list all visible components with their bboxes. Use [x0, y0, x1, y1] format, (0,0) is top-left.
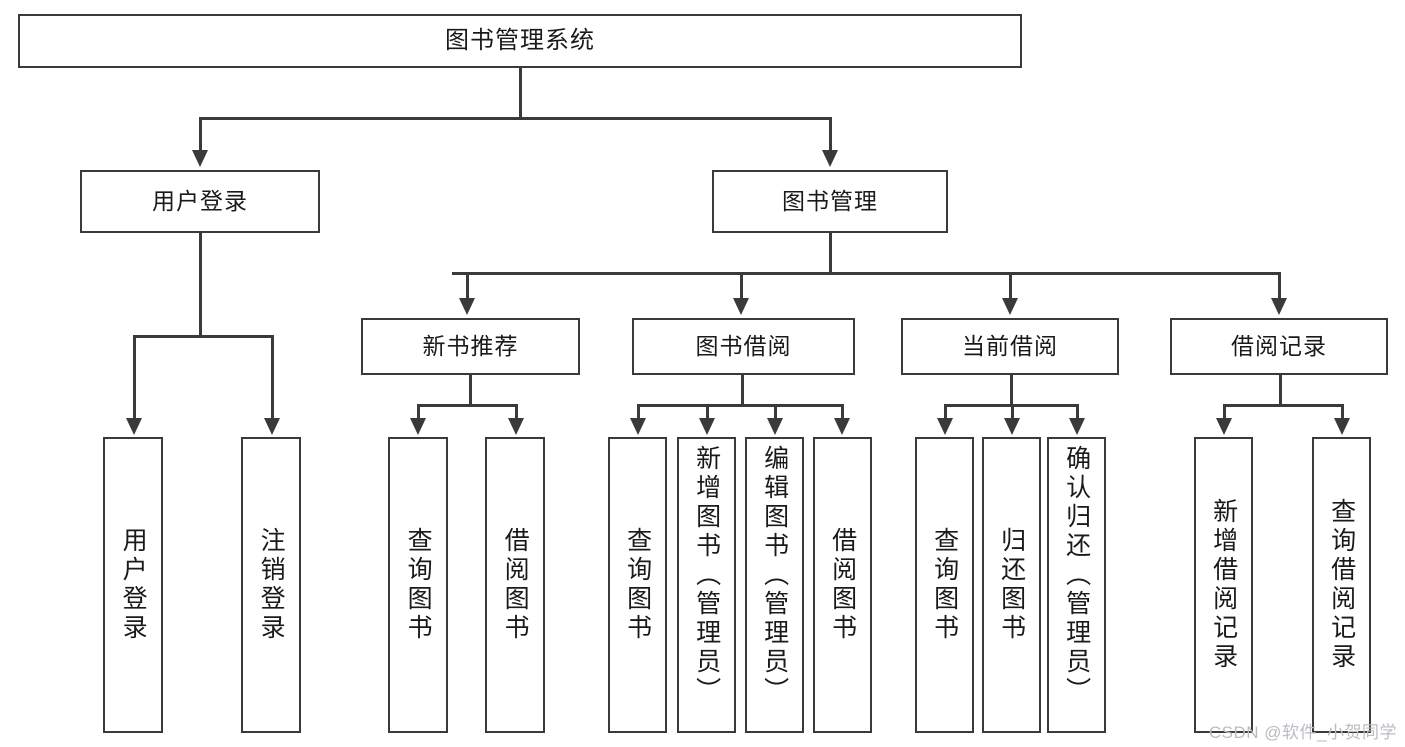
- node-book-management[interactable]: 图书管理: [712, 170, 948, 233]
- arrowhead-recommend-2: [508, 418, 524, 435]
- node-current-borrow[interactable]: 当前借阅: [901, 318, 1119, 375]
- node-label: 借阅图书: [501, 527, 530, 643]
- leaf-query-book-borrow[interactable]: 查询图书: [608, 437, 667, 733]
- node-label: 注销登录: [257, 527, 286, 643]
- node-label: 新增借阅记录: [1209, 498, 1238, 672]
- node-label: 图书借阅: [695, 332, 792, 359]
- node-label: 当前借阅: [962, 332, 1058, 359]
- connector-root-stem: [519, 68, 522, 117]
- arrowhead-record-1: [1216, 418, 1232, 435]
- leaf-borrow-book[interactable]: 借阅图书: [813, 437, 872, 733]
- connector-drop-current-1: [944, 404, 947, 420]
- node-label: 查询图书: [930, 527, 959, 643]
- leaf-query-book-current[interactable]: 查询图书: [915, 437, 974, 733]
- connector-book-manage-stem: [829, 233, 832, 272]
- connector-drop-borrow-1: [637, 404, 640, 420]
- leaf-edit-book-admin[interactable]: 编辑图书（管理员）: [745, 437, 804, 733]
- node-new-book-recommend[interactable]: 新书推荐: [361, 318, 580, 375]
- arrowhead-borrow-3: [767, 418, 783, 435]
- node-label: 编辑图书（管理员）: [760, 445, 789, 706]
- connector-drop-user-login: [199, 117, 202, 152]
- leaf-query-book-recommend[interactable]: 查询图书: [388, 437, 448, 733]
- node-label: 新增图书（管理员）: [692, 445, 721, 706]
- connector-user-login-stem: [199, 233, 202, 335]
- node-label: 图书管理系统: [445, 26, 595, 54]
- watermark-text: CSDN @软件_小贺同学: [1208, 723, 1397, 742]
- arrowhead-borrow-1: [630, 418, 646, 435]
- connector-drop-level3-1: [466, 272, 469, 300]
- connector-drop-record-2: [1341, 404, 1344, 420]
- leaf-return-book[interactable]: 归还图书: [982, 437, 1041, 733]
- arrowhead-record-2: [1334, 418, 1350, 435]
- arrowhead-book-manage: [822, 150, 838, 167]
- node-borrow-record[interactable]: 借阅记录: [1170, 318, 1388, 375]
- node-label: 确认归还（管理员）: [1062, 445, 1091, 706]
- arrowhead-level3-3: [1002, 298, 1018, 315]
- node-label: 借阅记录: [1231, 332, 1327, 359]
- connector-current-stem: [1010, 375, 1013, 404]
- connector-borrow-stem: [741, 375, 744, 404]
- connector-record-bus: [1223, 404, 1343, 407]
- arrowhead-recommend-1: [410, 418, 426, 435]
- connector-drop-login-1: [133, 335, 136, 420]
- connector-drop-recommend-2: [515, 404, 518, 420]
- leaf-borrow-book-recommend[interactable]: 借阅图书: [485, 437, 545, 733]
- connector-drop-borrow-3: [774, 404, 777, 420]
- arrowhead-level3-2: [733, 298, 749, 315]
- leaf-logout[interactable]: 注销登录: [241, 437, 301, 733]
- leaf-confirm-return-admin[interactable]: 确认归还（管理员）: [1047, 437, 1106, 733]
- connector-recommend-bus: [417, 404, 518, 407]
- connector-borrow-bus: [637, 404, 843, 407]
- node-label: 查询借阅记录: [1327, 498, 1356, 672]
- node-user-login[interactable]: 用户登录: [80, 170, 320, 233]
- connector-user-login-bus: [133, 335, 273, 338]
- arrowhead-borrow-2: [699, 418, 715, 435]
- connector-recommend-stem: [469, 375, 472, 404]
- connector-drop-record-1: [1223, 404, 1226, 420]
- arrowhead-current-3: [1069, 418, 1085, 435]
- connector-drop-level3-2: [740, 272, 743, 300]
- arrowhead-login-1: [126, 418, 142, 435]
- arrowhead-current-2: [1004, 418, 1020, 435]
- node-label: 用户登录: [152, 187, 248, 214]
- arrowhead-level3-1: [459, 298, 475, 315]
- connector-level3-bus: [452, 272, 1280, 275]
- connector-record-stem: [1279, 375, 1282, 404]
- connector-drop-level3-4: [1278, 272, 1281, 300]
- arrowhead-user-login: [192, 150, 208, 167]
- connector-drop-login-2: [271, 335, 274, 420]
- node-label: 新书推荐: [422, 332, 519, 359]
- connector-drop-level3-3: [1009, 272, 1012, 300]
- leaf-add-book-admin[interactable]: 新增图书（管理员）: [677, 437, 736, 733]
- node-label: 查询图书: [623, 527, 652, 643]
- node-book-borrow[interactable]: 图书借阅: [632, 318, 855, 375]
- leaf-add-borrow-record[interactable]: 新增借阅记录: [1194, 437, 1253, 733]
- connector-drop-current-2: [1011, 404, 1014, 420]
- node-label: 归还图书: [997, 527, 1026, 643]
- arrowhead-borrow-4: [834, 418, 850, 435]
- connector-drop-recommend-1: [417, 404, 420, 420]
- connector-drop-borrow-2: [706, 404, 709, 420]
- leaf-query-borrow-record[interactable]: 查询借阅记录: [1312, 437, 1371, 733]
- arrowhead-current-1: [937, 418, 953, 435]
- node-label: 图书管理: [782, 187, 878, 214]
- arrowhead-level3-4: [1271, 298, 1287, 315]
- arrowhead-login-2: [264, 418, 280, 435]
- connector-current-bus: [944, 404, 1077, 407]
- connector-drop-book-manage: [829, 117, 832, 152]
- connector-drop-borrow-4: [841, 404, 844, 420]
- node-label: 用户登录: [119, 527, 148, 643]
- connector-drop-current-3: [1076, 404, 1079, 420]
- connector-level2-bus: [199, 117, 831, 120]
- node-label: 查询图书: [404, 527, 433, 643]
- leaf-user-login[interactable]: 用户登录: [103, 437, 163, 733]
- node-root-system[interactable]: 图书管理系统: [18, 14, 1022, 68]
- node-label: 借阅图书: [828, 527, 857, 643]
